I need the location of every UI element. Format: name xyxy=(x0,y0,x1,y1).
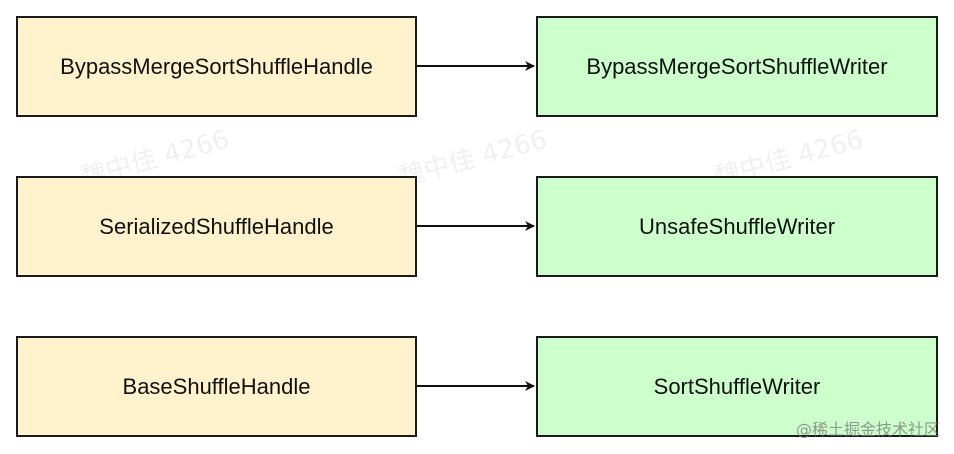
handle-node-bypass-merge-sort: BypassMergeSortShuffleHandle xyxy=(16,16,417,117)
writer-node-bypass-merge-sort: BypassMergeSortShuffleWriter xyxy=(536,16,938,117)
writer-node-unsafe: UnsafeShuffleWriter xyxy=(536,176,938,277)
watermark-text: 魏中佳 4266 xyxy=(395,124,551,194)
handle-node-base: BaseShuffleHandle xyxy=(16,336,417,437)
site-watermark: @稀土掘金技术社区 xyxy=(795,420,940,439)
writer-node-sort: SortShuffleWriter xyxy=(536,336,938,437)
handle-node-serialized: SerializedShuffleHandle xyxy=(16,176,417,277)
